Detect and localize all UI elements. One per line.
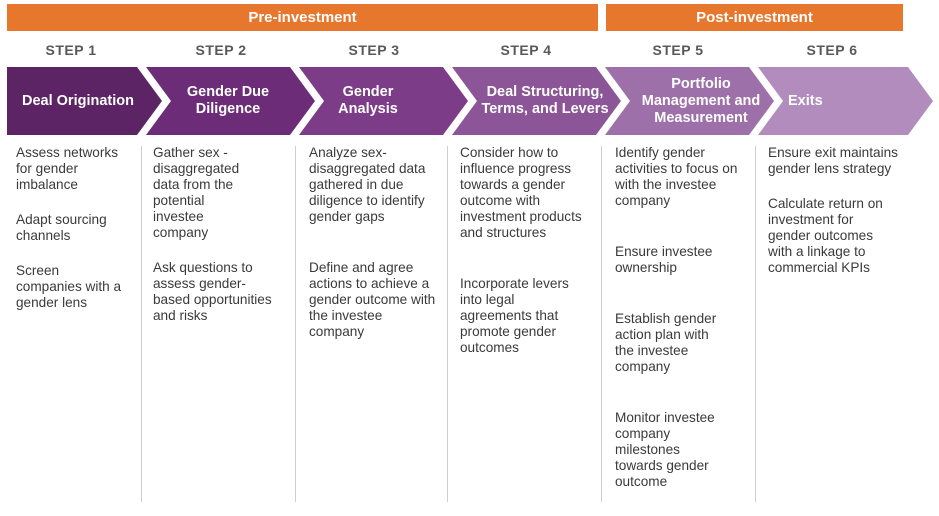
step-6-title: Exits — [788, 92, 823, 109]
pre-investment-banner: Pre-investment — [7, 4, 598, 31]
step-5-title: Portfolio Management and Measurement — [641, 75, 761, 126]
step-2-title: Gender Due Diligence — [186, 84, 270, 117]
action-item: Establish gender action plan with the in… — [615, 311, 717, 374]
step-1-arrow — [7, 67, 162, 135]
step-6-label: STEP 6 — [806, 42, 858, 58]
column-divider — [295, 146, 296, 502]
post-investment-banner: Post-investment — [606, 4, 903, 31]
column-divider — [141, 146, 142, 502]
action-item: Gather sex -disaggregated data from the … — [153, 145, 240, 240]
step-1-actions: Assess networks for gender imbalance Ada… — [16, 145, 136, 311]
step-4-title: Deal Structuring, Terms, and Levers — [481, 84, 609, 117]
step-6-actions: Ensure exit maintains gender lens strate… — [768, 145, 898, 276]
action-item: Monitor investee company milestones towa… — [615, 410, 715, 489]
column-divider — [755, 146, 756, 502]
action-item: Identify gender activities to focus on w… — [615, 145, 738, 208]
action-item: Define and agree actions to achieve a ge… — [309, 260, 436, 339]
action-item: Analyze sex-disaggregated data gathered … — [309, 145, 426, 224]
process-arrows — [7, 67, 933, 135]
column-divider — [601, 146, 602, 502]
action-item: Assess networks for gender imbalance — [16, 145, 118, 192]
action-item: Ensure exit maintains gender lens strate… — [768, 145, 898, 176]
column-divider — [447, 146, 448, 502]
step-1-label: STEP 1 — [45, 42, 97, 58]
action-item: Ensure investee ownership — [615, 244, 713, 275]
step-2-actions: Gather sex -disaggregated data from the … — [153, 145, 285, 324]
step-6-arrow — [758, 67, 933, 135]
action-item: Screen companies with a gender lens — [16, 263, 122, 310]
action-item: Adapt sourcing channels — [16, 212, 107, 243]
step-1-title: Deal Origination — [22, 92, 134, 109]
step-3-actions: Analyze sex-disaggregated data gathered … — [309, 145, 439, 340]
step-2-arrow — [146, 67, 315, 135]
step-4-actions: Consider how to influence progress towar… — [460, 145, 588, 356]
step-3-label: STEP 3 — [348, 42, 400, 58]
step-5-arrow — [605, 67, 774, 135]
step-4-arrow — [452, 67, 621, 135]
action-item: Calculate return on investment for gende… — [768, 196, 883, 275]
step-3-arrow — [299, 67, 468, 135]
action-item: Consider how to influence progress towar… — [460, 145, 582, 240]
step-3-title: Gender Analysis — [338, 84, 398, 117]
step-2-label: STEP 2 — [195, 42, 247, 58]
step-4-label: STEP 4 — [500, 42, 552, 58]
step-5-actions: Identify gender activities to focus on w… — [615, 145, 743, 490]
step-5-label: STEP 5 — [652, 42, 704, 58]
action-item: Incorporate levers into legal agreements… — [460, 276, 569, 355]
action-item: Ask questions to assess gender-based opp… — [153, 260, 272, 323]
